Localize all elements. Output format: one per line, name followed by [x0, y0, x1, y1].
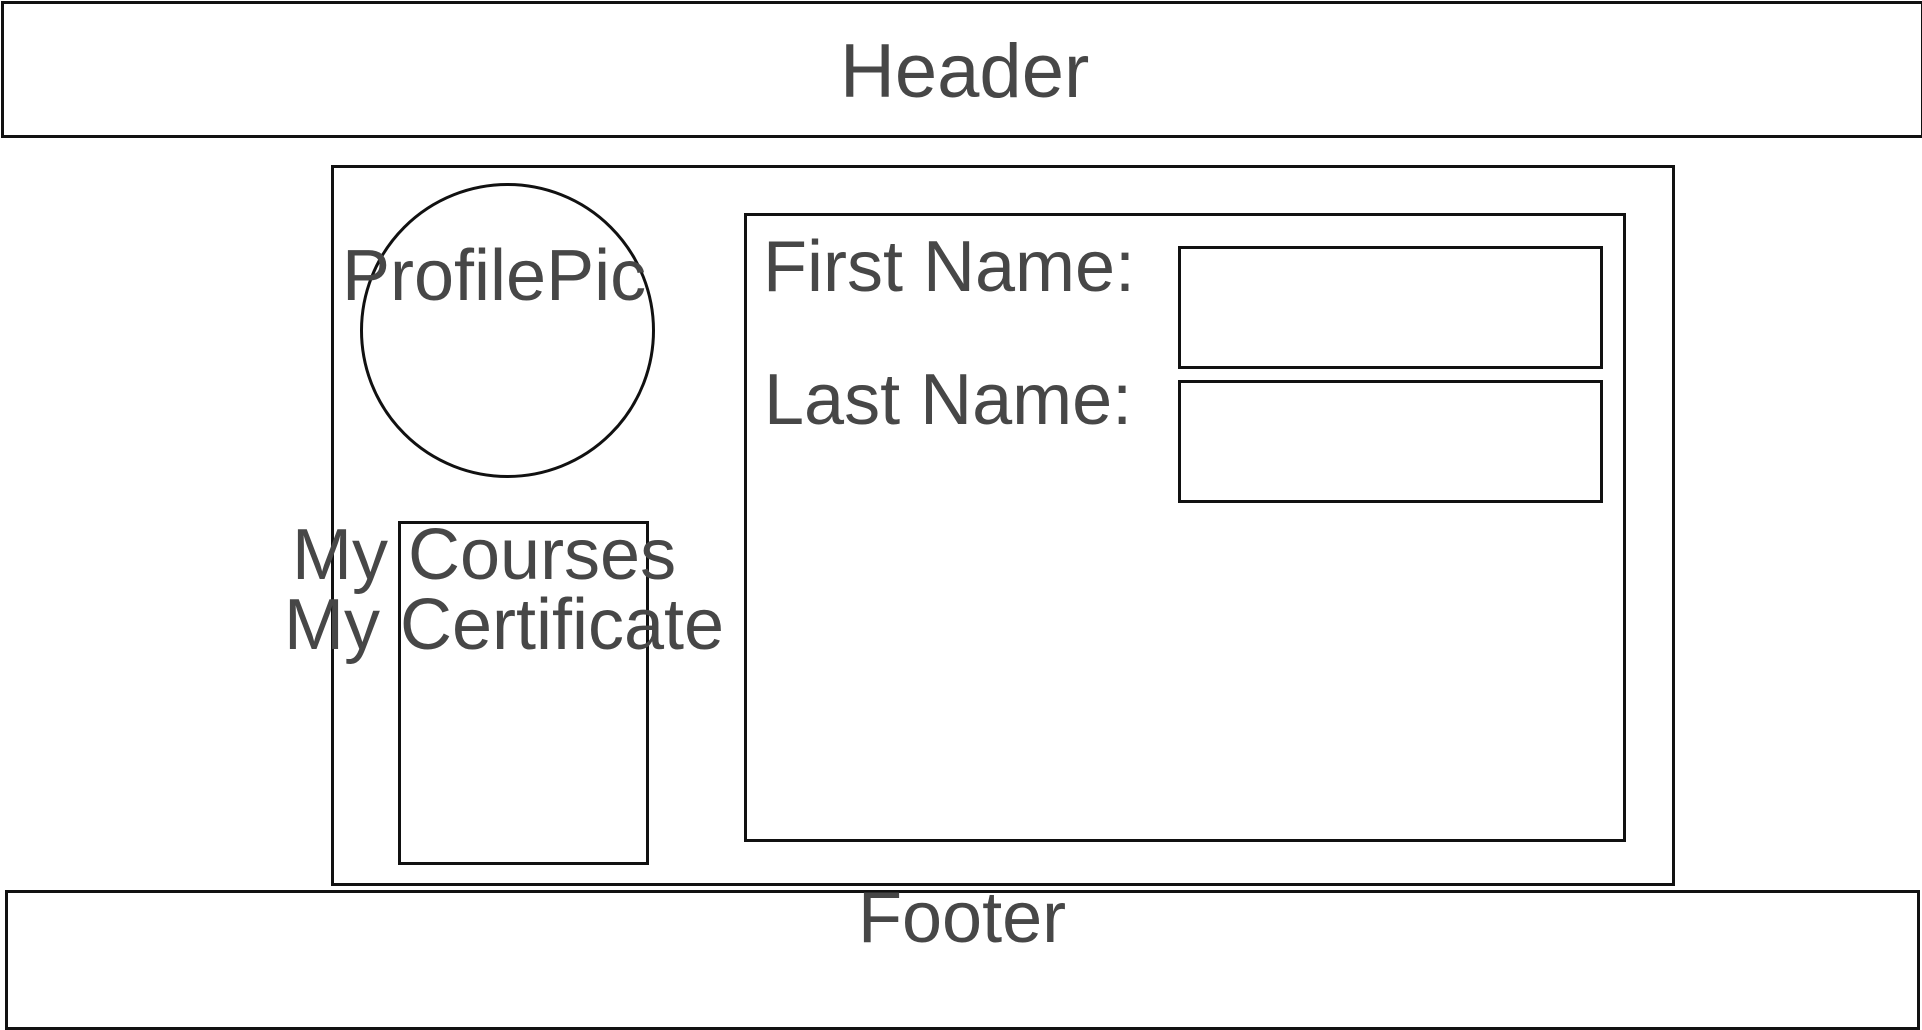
profile-pic-circle[interactable] — [360, 183, 655, 478]
nav-item-my-certificate[interactable]: My Certificate — [284, 585, 725, 665]
footer-title: Footer — [858, 878, 1067, 958]
profile-form-panel — [744, 213, 1626, 842]
last-name-input[interactable] — [1178, 380, 1603, 503]
header-title: Header — [840, 29, 1090, 114]
side-nav-box — [398, 521, 649, 865]
last-name-label: Last Name: — [764, 360, 1133, 440]
main-content-container — [331, 165, 1675, 886]
profile-pic-label: ProfilePic — [342, 236, 647, 316]
nav-item-my-courses[interactable]: My Courses — [292, 515, 677, 595]
first-name-label: First Name: — [763, 227, 1136, 307]
first-name-input[interactable] — [1178, 246, 1603, 369]
